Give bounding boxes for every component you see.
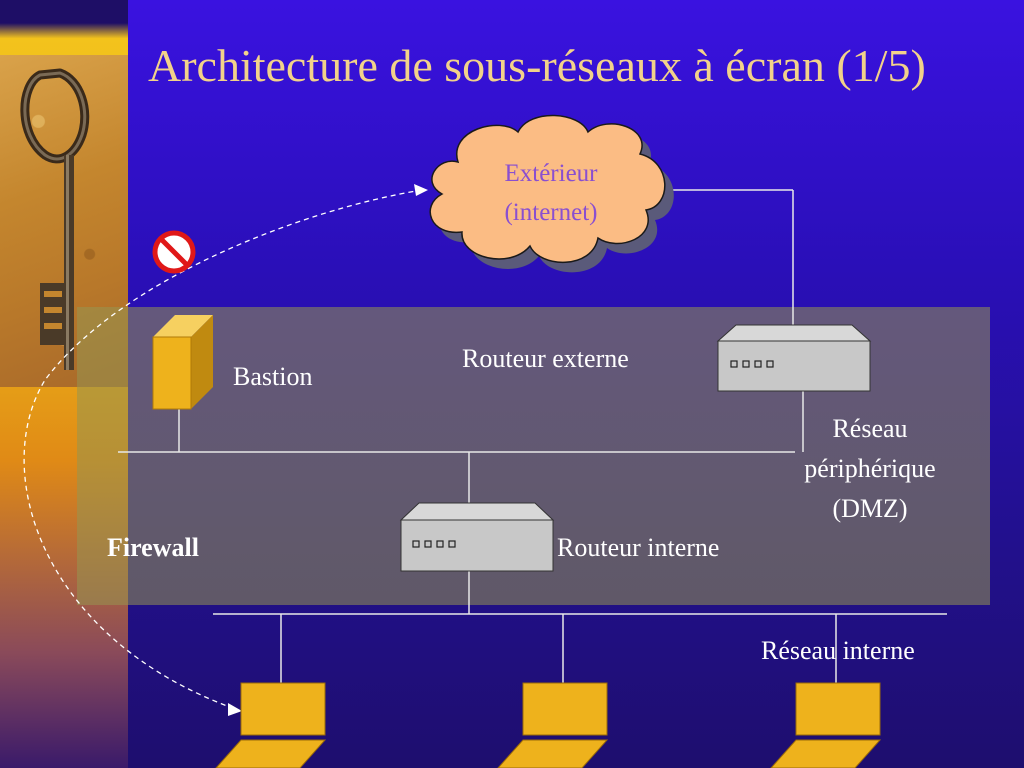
- internal-router-label: Routeur interne: [557, 533, 720, 562]
- workstation: [770, 682, 882, 768]
- blocked-access-path: [23, 189, 423, 711]
- key-icon: [20, 68, 90, 370]
- workstation: [215, 682, 327, 768]
- firewall-label: Firewall: [107, 533, 199, 562]
- bastion-label: Bastion: [233, 362, 313, 391]
- arrowhead-internet: [414, 184, 428, 196]
- external-router-label: Routeur externe: [462, 344, 629, 373]
- dmz-label-line3: (DMZ): [832, 494, 908, 523]
- arrowhead-workstation: [228, 703, 242, 716]
- dmz-label-line2: périphérique: [804, 454, 936, 483]
- internet-label-line1: Extérieur: [504, 160, 598, 187]
- slide-title: Architecture de sous-réseaux à écran (1/…: [148, 40, 926, 91]
- workstation: [497, 682, 609, 768]
- internet-label-line2: (internet): [504, 199, 597, 226]
- internal-router: [399, 502, 555, 572]
- no-entry-icon: [152, 230, 196, 274]
- internet-cloud: Extérieur (internet): [429, 114, 674, 273]
- internal-network-label: Réseau interne: [761, 636, 915, 665]
- bastion-host: [152, 315, 213, 410]
- external-router: [716, 324, 872, 392]
- dmz-label-line1: Réseau: [832, 414, 908, 443]
